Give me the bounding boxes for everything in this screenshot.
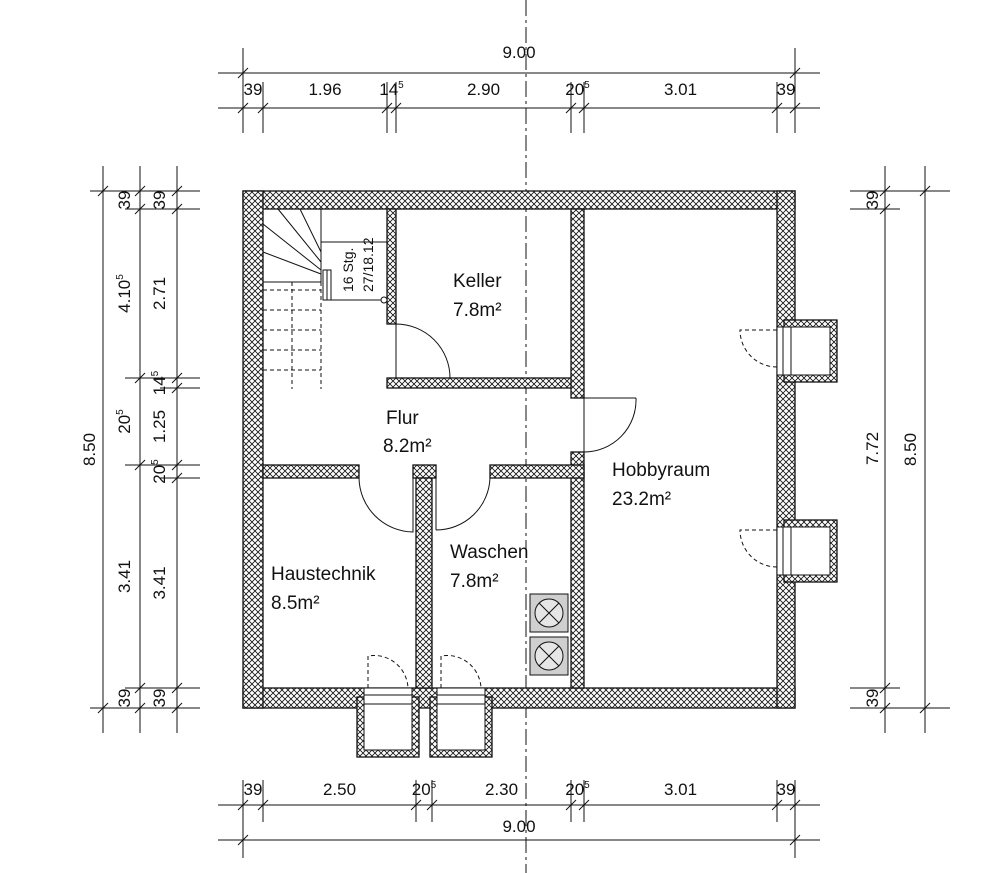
dim-left-inner-slash [171,459,183,471]
dim-top-overall-slash [789,67,801,79]
dim-left-inner-slash [171,472,183,484]
dim-left-overall-label: 8.50 [80,433,99,466]
dim-bottom-label: 3.01 [664,780,697,799]
dim-bottom-slash [578,799,590,811]
dim-bottom-slash [257,799,269,811]
dim-top-slash [578,102,590,114]
room-flur-name: Flur [386,408,419,429]
dim-left-inner-label: 2.71 [150,277,169,310]
room-keller-area: 7.8m² [453,300,502,321]
dim-left-inner-slash [171,203,183,215]
dim-top-label: 205 [565,80,590,99]
dimension-chains: 9.00 39 1.96 145 2.90 205 3.01 39 39 2.50 205 2.30 2… [80,43,950,858]
dim-left-mid-slash [134,203,146,215]
dim-left-mid-slash [134,185,146,197]
dim-left-inner-slash [171,185,183,197]
room-haustechnik-area: 8.5m² [271,593,320,614]
dim-bottom-label: 205 [412,780,437,799]
dim-top-label: 2.90 [467,80,500,99]
dim-top-slash [237,102,249,114]
room-keller-name: Keller [453,271,502,292]
dim-right-inner-label: 39 [863,191,882,210]
stair: 16 Stg. 27/18.12 [262,208,388,389]
stair-steps-label: 16 Stg. [340,248,356,292]
dim-top-overall-slash [237,67,249,79]
room-waschen-name: Waschen [450,542,529,563]
dim-top-label: 1.96 [308,80,341,99]
dim-bottom-label: 205 [565,780,590,799]
dim-left-overall-slash [97,185,109,197]
dim-top-label: 145 [379,80,404,99]
dim-right-inner-label: 39 [863,689,882,708]
dim-bottom-slash [426,799,438,811]
dim-bottom-label: 39 [244,780,263,799]
dim-bottom-overall-slash [789,834,801,846]
dim-left-inner-slash [171,372,183,384]
dim-top-slash [771,102,783,114]
dim-top-slash [789,102,801,114]
room-flur-area: 8.2m² [383,436,432,457]
dim-left-mid-slash [134,372,146,384]
dim-left-inner-label: 205 [150,459,169,484]
dim-left-inner-label: 39 [150,689,169,708]
stair-rise-run-label: 27/18.12 [360,237,376,292]
dim-right-overall-slash [919,702,931,714]
dim-left-inner-label: 39 [150,191,169,210]
dim-bottom-label: 2.30 [485,780,518,799]
dim-left-mid-label: 39 [115,191,134,210]
dim-left-inner-slash [171,702,183,714]
dim-left-mid-label: 4.105 [115,274,134,313]
dim-right-inner-slash [879,203,891,215]
dim-left-inner-label: 3.41 [150,566,169,599]
dim-right-overall-label: 8.50 [901,433,920,466]
dim-bottom-overall-label: 9.00 [502,817,535,836]
dim-left-inner-label: 145 [150,370,169,395]
dim-top-label: 39 [244,80,263,99]
dim-right-inner-label: 7.72 [863,432,882,465]
dim-bottom-slash [565,799,577,811]
dim-bottom-slash [771,799,783,811]
dim-bottom-label: 39 [777,780,796,799]
dim-bottom-label: 2.50 [323,780,356,799]
light-wells [363,326,831,751]
dim-top-slash [257,102,269,114]
dim-left-inner-label: 1.25 [150,410,169,443]
dim-top-slash [381,102,393,114]
dim-left-mid-label: 3.41 [115,560,134,593]
dim-left-mid-slash [134,459,146,471]
room-hobbyraum-name: Hobbyraum [612,460,710,481]
room-hobbyraum-area: 23.2m² [612,489,671,510]
dim-top-slash [390,102,402,114]
dim-left-inner-slash [171,382,183,394]
dim-left-mid-slash [134,682,146,694]
dim-left-mid-label: 205 [115,409,134,434]
dim-top-slash [565,102,577,114]
dim-top-label: 39 [777,80,796,99]
dim-right-inner-slash [879,682,891,694]
dim-left-mid-label: 39 [115,689,134,708]
room-labels: Keller 7.8m² Flur 8.2m² Hobbyraum 23.2m²… [271,271,710,614]
room-waschen-area: 7.8m² [450,571,499,592]
dim-right-overall-slash [919,185,931,197]
dim-left-inner-slash [171,682,183,694]
dim-bottom-slash [410,799,422,811]
dim-left-overall-slash [97,702,109,714]
dim-top-overall-label: 9.00 [502,43,535,62]
dim-left-mid-slash [134,702,146,714]
doors [358,323,637,533]
dim-top-label: 3.01 [664,80,697,99]
dim-bottom-overall-slash [237,834,249,846]
washing-machines [529,593,569,676]
room-haustechnik-name: Haustechnik [271,564,376,585]
